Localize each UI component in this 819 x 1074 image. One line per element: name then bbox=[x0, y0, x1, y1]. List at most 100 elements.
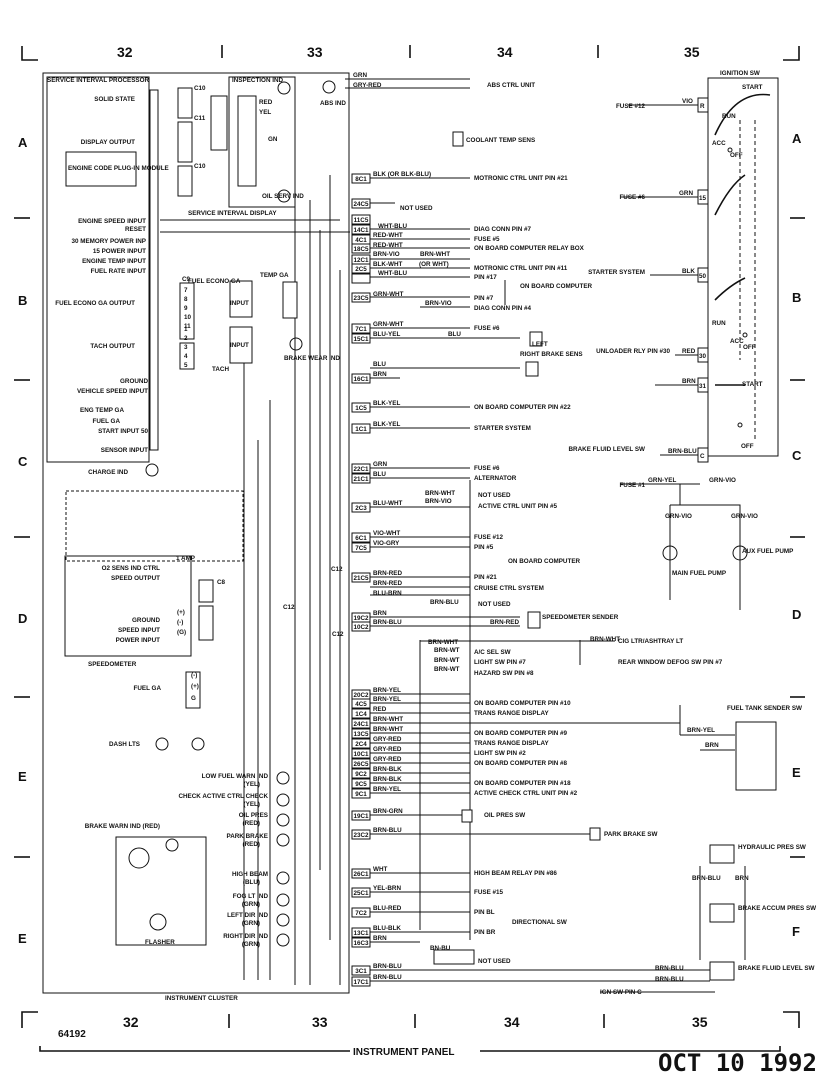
row-label-left: E bbox=[18, 769, 27, 784]
destination: ON BOARD COMPUTER RELAY BOX bbox=[474, 245, 585, 252]
row-label-right: F bbox=[792, 924, 800, 939]
temp-ga-label: TEMP GA bbox=[260, 272, 289, 279]
date-stamp: OCT 10 1992 bbox=[658, 1049, 817, 1074]
connector-id: 13C1 bbox=[353, 930, 369, 937]
destination: BRAKE ACCUM PRES SW bbox=[738, 905, 816, 912]
connector-id: 16C1 bbox=[353, 376, 369, 383]
destination: HIGH BEAM RELAY PIN #86 bbox=[474, 870, 557, 877]
ignition-terminal: 31 bbox=[699, 383, 707, 390]
connector-id: 22C1 bbox=[353, 466, 369, 473]
wire-runs bbox=[160, 78, 741, 993]
row-label-right: E bbox=[792, 765, 801, 780]
col-label-top: 33 bbox=[307, 44, 323, 60]
destination: ALTERNATOR bbox=[474, 475, 517, 482]
ignition-position: OFF bbox=[741, 443, 754, 450]
wire-color: VIO bbox=[682, 98, 693, 105]
wire-color: BRN-WHT bbox=[373, 716, 403, 723]
ignition-input: BRAKE FLUID LEVEL SW bbox=[569, 446, 646, 453]
sub-connector-id: C8 bbox=[217, 579, 226, 586]
wire-color: BLU bbox=[373, 361, 386, 368]
wire-color: GRN-VIO bbox=[665, 513, 692, 520]
wire-color: BLK (OR BLK-BLU) bbox=[373, 171, 431, 178]
engine-code-plug-label: ENGINE CODE PLUG-IN MODULE bbox=[68, 165, 169, 172]
indicator-name: LEFT DIR IND bbox=[227, 912, 268, 919]
row-label-right: B bbox=[792, 290, 801, 305]
wire-color: BRN-BLU bbox=[373, 827, 402, 834]
tach-pin: 3 bbox=[184, 344, 188, 351]
connector-id: 24C5 bbox=[353, 201, 369, 208]
processor-label: CHARGE IND bbox=[88, 469, 128, 476]
ignition-position: ACC bbox=[712, 140, 726, 147]
destination: PIN BR bbox=[474, 929, 496, 936]
wire-color: BLU-YEL bbox=[373, 331, 400, 338]
sub-connector-id: C11 bbox=[194, 115, 206, 122]
wire-color: BRN-YEL bbox=[687, 727, 715, 734]
destination: MOTRONIC CTRL UNIT PIN #21 bbox=[474, 175, 568, 182]
row-label-left: A bbox=[18, 135, 28, 150]
connector-id: 21C5 bbox=[353, 575, 369, 582]
service-interval-display-label: SERVICE INTERVAL DISPLAY bbox=[188, 210, 277, 217]
destination: DIAG CONN PIN #7 bbox=[474, 226, 532, 233]
connector-id: 1C1 bbox=[355, 426, 367, 433]
connector-id: 3C1 bbox=[355, 968, 367, 975]
destination: NOT USED bbox=[478, 601, 511, 608]
processor-label: START INPUT 50 bbox=[98, 428, 148, 435]
service-interval-processor-label: SERVICE INTERVAL PROCESSOR bbox=[47, 77, 150, 84]
ignition-input: FUSE #12 bbox=[616, 103, 646, 110]
wire-color: BLK-YEL bbox=[373, 421, 400, 428]
connector-id: 2C4 bbox=[355, 741, 367, 748]
destination: FUSE #6 bbox=[474, 465, 500, 472]
wire-color: GRN-WHT bbox=[373, 291, 404, 298]
speedometer-pin-label: O2 SENS IND CTRL bbox=[102, 565, 161, 572]
wire-color: BLU-WHT bbox=[373, 500, 403, 507]
ignition-sw-label: IGNITION SW bbox=[720, 70, 760, 77]
wire-color: BRN bbox=[682, 378, 696, 385]
tach-pin: INPUT bbox=[230, 342, 249, 349]
block-labels: SERVICE INTERVAL PROCESSOR INSPECTION IN… bbox=[47, 70, 802, 1002]
wire-bus bbox=[243, 78, 681, 985]
fuel-econo-ga-label: FUEL ECONO GA bbox=[188, 278, 241, 285]
misc-pin: (-) bbox=[177, 619, 183, 626]
connector-id: 10C1 bbox=[353, 751, 369, 758]
speedometer-pin-label: GROUND bbox=[132, 617, 160, 624]
row-label-left: E bbox=[18, 931, 27, 946]
wire-color: BLK bbox=[682, 268, 695, 275]
wire-color: BRN bbox=[735, 875, 749, 882]
ignition-terminal: R bbox=[700, 103, 705, 110]
oil-serv-ind-label: OIL SERV IND bbox=[262, 193, 304, 200]
wire-color: BRN-WT bbox=[434, 666, 460, 673]
processor-label: VEHICLE SPEED INPUT bbox=[77, 388, 148, 395]
wire-color: BRN-WT bbox=[434, 647, 460, 654]
ignition-terminal: 15 bbox=[699, 195, 707, 202]
fuel-econo-pin: 9 bbox=[184, 305, 188, 312]
destination: NOT USED bbox=[478, 958, 511, 965]
wire-color: GRY-RED bbox=[373, 756, 402, 763]
ignition-position: OFF bbox=[730, 152, 743, 159]
ignition-position: ACC bbox=[730, 338, 744, 345]
left-label: LEFT bbox=[532, 341, 548, 348]
indicator-name: RIGHT DIR IND bbox=[223, 933, 268, 940]
connector-id: 8C1 bbox=[355, 176, 367, 183]
indicator-color: (GRN) bbox=[242, 901, 260, 908]
brake-wear-ind-label: BRAKE WEAR IND bbox=[284, 355, 340, 362]
wire-color: RED-WHT bbox=[373, 232, 403, 239]
cluster-label: DASH LTS bbox=[109, 741, 140, 748]
wire-color: BRN-WHT bbox=[420, 251, 450, 258]
wire-color: BLU bbox=[448, 331, 461, 338]
destination: BRAKE FLUID LEVEL SW bbox=[738, 965, 815, 972]
connector-id: 10C2 bbox=[353, 624, 369, 631]
ignition-position: START bbox=[742, 381, 763, 388]
connector-id: 16C3 bbox=[353, 940, 369, 947]
destination: LIGHT SW PIN #7 bbox=[474, 659, 526, 666]
wire-color: GRY-RED bbox=[373, 736, 402, 743]
ignition-input: FUSE #6 bbox=[619, 194, 645, 201]
wire-color: BRN-WHT bbox=[428, 639, 458, 646]
connector-id: 7C1 bbox=[355, 326, 367, 333]
tach-pin: 2 bbox=[184, 335, 188, 342]
frame bbox=[14, 45, 805, 1052]
speedometer-pin-label: SPEED OUTPUT bbox=[111, 575, 160, 582]
main-fuel-pump-label: MAIN FUEL PUMP bbox=[672, 570, 726, 577]
destination: PIN BL bbox=[474, 909, 495, 916]
misc-pin: (+) bbox=[191, 683, 199, 690]
